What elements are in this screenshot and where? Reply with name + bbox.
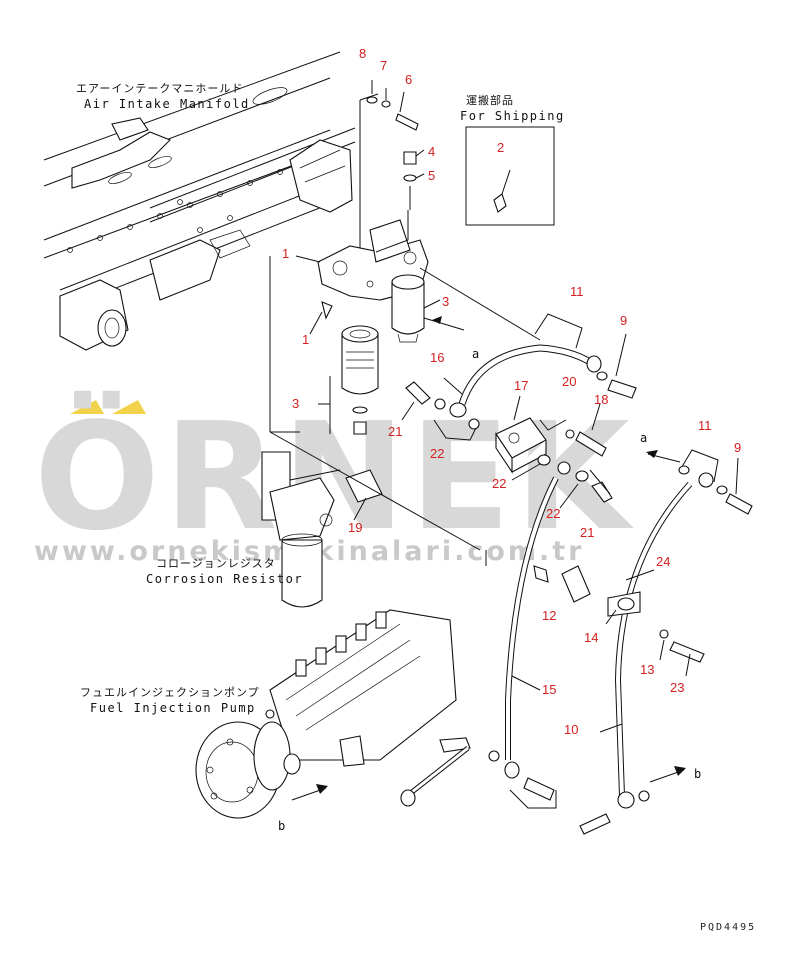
shipping-label-en: For Shipping — [460, 109, 565, 123]
tube-19 — [345, 469, 383, 521]
callout-22-upper: 22 — [430, 446, 444, 461]
washers-22-upper — [433, 398, 480, 441]
bracket-11-lower — [679, 449, 719, 483]
callout-9-lower: 9 — [734, 440, 741, 455]
arrow-b-left — [291, 784, 328, 801]
callout-16: 16 — [430, 350, 444, 365]
shipping-plug-part — [493, 169, 511, 213]
leader-21-lower — [589, 469, 611, 495]
manifold-bolt-holes — [67, 157, 313, 253]
air-intake-manifold-drawing — [43, 51, 356, 351]
fuel-pump-label-en: Fuel Injection Pump — [90, 701, 256, 715]
corrosion-resistor-drawing — [261, 451, 341, 608]
callout-3-upper: 3 — [442, 294, 449, 309]
callout-6: 6 — [405, 72, 412, 87]
bracket-11-upper — [534, 313, 583, 349]
ref-a-right: a — [640, 431, 649, 445]
pipe-10 — [579, 481, 693, 835]
callout-4: 4 — [428, 144, 435, 159]
corrosion-label-en: Corrosion Resistor — [146, 572, 303, 586]
callout-7: 7 — [380, 58, 387, 73]
leader-resistor-upper — [269, 431, 481, 551]
callout-22-lower: 22 — [546, 506, 560, 521]
washers-22-lower — [511, 454, 613, 509]
callout-21-lower: 21 — [580, 525, 594, 540]
ref-a-upper: a — [472, 347, 481, 361]
callout-12: 12 — [542, 608, 556, 623]
callout-23: 23 — [670, 680, 684, 695]
shipping-box — [465, 126, 555, 226]
corrosion-label-jp: コロージョンレジスタ — [156, 557, 276, 570]
callout-17: 17 — [514, 378, 528, 393]
arrow-b-right — [649, 766, 686, 783]
fuel-pump-label-jp: フュエルインジェクションポンプ — [80, 686, 260, 699]
ref-b-right: b — [694, 767, 703, 781]
watermark: ÖRNEK www.ornekismakinalari.com.tr — [34, 390, 631, 567]
callout-24: 24 — [656, 554, 670, 569]
callout-11-upper: 11 — [570, 284, 584, 299]
pump-outlets — [295, 611, 387, 677]
air-intake-label-en: Air Intake Manifold — [84, 97, 250, 111]
leader-shipping — [419, 267, 541, 341]
fuel-filter-right — [391, 274, 425, 343]
fuel-filter-left — [341, 325, 379, 435]
drawing-code: PQD4495 — [700, 922, 756, 933]
bolt-21-upper — [401, 381, 431, 421]
top-small-parts — [321, 96, 419, 320]
callout-8: 8 — [359, 46, 366, 61]
callout-19: 19 — [348, 520, 362, 535]
watermark-accent-left — [70, 400, 104, 414]
hose-16 — [443, 344, 602, 418]
shipping-label-jp: 運搬部品 — [466, 93, 514, 107]
callout-20: 20 — [562, 374, 576, 389]
arrow-a-right — [646, 450, 681, 463]
callout-22-mid: 22 — [492, 476, 506, 491]
callout-13: 13 — [640, 662, 654, 677]
air-intake-label-jp: エアーインテークマニホールド — [76, 82, 243, 95]
callout-14: 14 — [584, 630, 598, 645]
ref-b-left: b — [278, 819, 287, 833]
callout-21-upper: 21 — [388, 424, 402, 439]
callout-10: 10 — [564, 722, 578, 737]
callout-5: 5 — [428, 168, 435, 183]
bolt-18 — [539, 403, 607, 457]
callout-1-lower: 1 — [302, 332, 309, 347]
bolt-9-upper — [596, 333, 637, 399]
callout-15: 15 — [542, 682, 556, 697]
callout-11-lower: 11 — [698, 418, 712, 433]
pipe-15 — [488, 476, 559, 809]
fuel-injection-pump-drawing — [195, 609, 471, 819]
watermark-accent-right — [112, 400, 146, 414]
block-17 — [495, 395, 547, 474]
callout-3-lower: 3 — [292, 396, 299, 411]
callout-1-upper: 1 — [282, 246, 289, 261]
callout-2: 2 — [497, 140, 504, 155]
callout-18: 18 — [594, 392, 608, 407]
leader-lines-upper — [269, 80, 441, 434]
arrow-a-upper — [423, 316, 465, 331]
callout-numbers: 8 7 6 2 4 5 1 1 3 3 11 9 16 20 17 18 21 … — [282, 46, 741, 737]
bolt-9-lower — [678, 457, 753, 515]
callout-9-upper: 9 — [620, 313, 627, 328]
clamp-parts — [533, 565, 705, 677]
